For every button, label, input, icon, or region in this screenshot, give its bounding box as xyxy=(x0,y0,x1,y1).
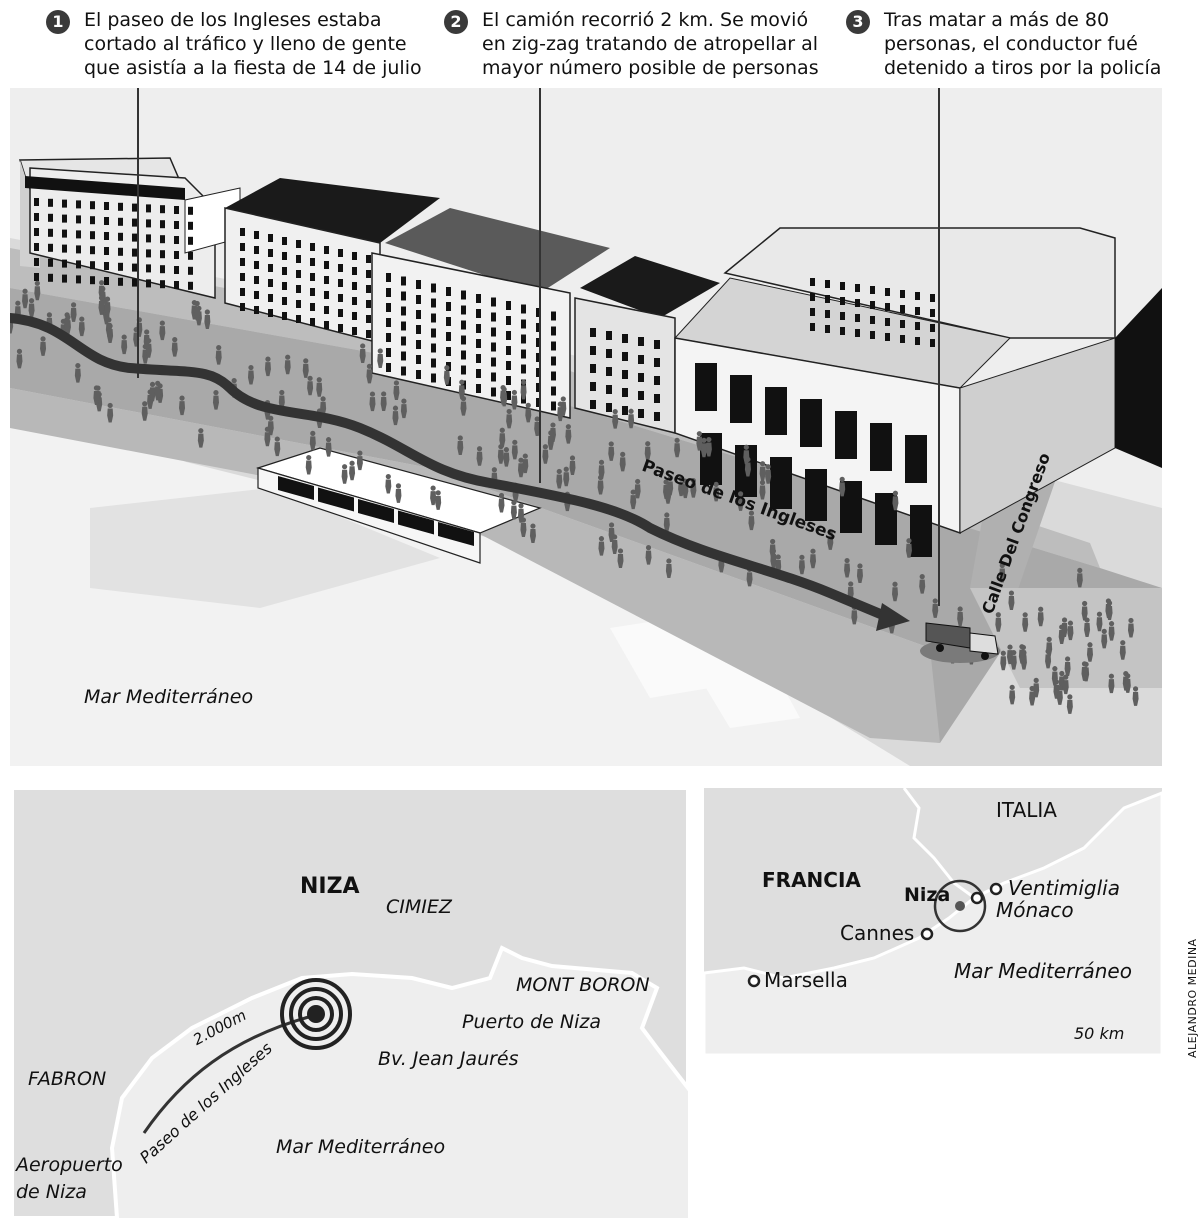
boulevard-label: Bv. Jean Jaurés xyxy=(378,1048,519,1070)
street-scene-drawing xyxy=(10,88,1162,766)
annotation-2: 2 El camión recorrió 2 km. Se movió en z… xyxy=(444,8,834,84)
italy-label: ITALIA xyxy=(996,798,1057,822)
ventimiglia-dot xyxy=(989,882,1003,896)
cannes-dot xyxy=(920,927,934,941)
ventimiglia-label: Ventimiglia xyxy=(1008,876,1120,900)
france-label: FRANCIA xyxy=(762,868,861,892)
region-map: ITALIA FRANCIA Niza Ventimiglia Mónaco C… xyxy=(704,788,1162,1055)
region-map-drawing xyxy=(704,788,1162,1055)
region-sea xyxy=(704,791,1162,1055)
nice-map-drawing xyxy=(12,788,688,1218)
route-arrow-head xyxy=(876,603,910,631)
annotation-1-number: 1 xyxy=(46,10,70,34)
annotation-1: 1 El paseo de los Ingleses estaba cortad… xyxy=(46,8,436,84)
promenade-road xyxy=(10,288,1162,743)
building-windows xyxy=(34,198,935,557)
upper-sidewalk xyxy=(10,248,1100,568)
nice-city-map: NIZA CIMIEZ MONT BORON Puerto de Niza Bv… xyxy=(12,788,688,1218)
target-ring-1 xyxy=(280,978,352,1050)
cannes-label: Cannes xyxy=(840,921,915,945)
monaco-dot xyxy=(970,891,984,905)
building-3 xyxy=(371,208,610,419)
nice-label: Niza xyxy=(904,884,951,906)
france-italy-border xyxy=(902,788,973,898)
region-sea-label: Mar Mediterráneo xyxy=(954,959,1132,983)
annotation-3-number: 3 xyxy=(846,10,870,34)
annotation-3-text: Tras matar a más de 80 personas, el cond… xyxy=(884,9,1162,79)
district-fabron: FABRON xyxy=(28,1068,107,1090)
annotation-2-number: 2 xyxy=(444,10,468,34)
scene-sea-label: Mar Mediterráneo xyxy=(84,686,254,708)
annotation-1-text: El paseo de los Ingleses estaba cortado … xyxy=(84,9,422,79)
city-map-sea-label: Mar Mediterráneo xyxy=(276,1136,446,1158)
airport-label: Aeropuerto de Niza xyxy=(16,1154,123,1203)
pavilion-windows xyxy=(278,476,474,546)
marseille-label: Marsella xyxy=(764,968,848,992)
annotation-2-text: El camión recorrió 2 km. Se movió en zig… xyxy=(482,9,819,79)
sea-block-1 xyxy=(90,488,440,608)
street-scene: Paseo de los Ingleses Calle Del Congreso… xyxy=(10,88,1162,766)
target-ring-2 xyxy=(289,987,343,1041)
nice-dot xyxy=(955,901,965,911)
annotation-3: 3 Tras matar a más de 80 personas, el co… xyxy=(846,8,1166,84)
monaco-label: Mónaco xyxy=(996,898,1074,922)
target-ring-3 xyxy=(298,996,334,1032)
credit: ALEJANDRO MEDINA xyxy=(1186,938,1199,1058)
city-label: NIZA xyxy=(300,874,360,899)
marseille-dot xyxy=(747,974,761,988)
lower-promenade xyxy=(10,388,940,743)
port-label: Puerto de Niza xyxy=(462,1011,602,1033)
nice-land xyxy=(12,788,688,1218)
scale-label: 50 km xyxy=(1074,1024,1125,1043)
nice-ring xyxy=(933,879,987,933)
truck xyxy=(920,622,1000,663)
target-center xyxy=(307,1005,325,1023)
district-mont-boron: MONT BORON xyxy=(516,974,650,996)
district-cimiez: CIMIEZ xyxy=(386,896,452,918)
truck-route xyxy=(10,313,895,623)
corner-plaza xyxy=(970,588,1162,688)
